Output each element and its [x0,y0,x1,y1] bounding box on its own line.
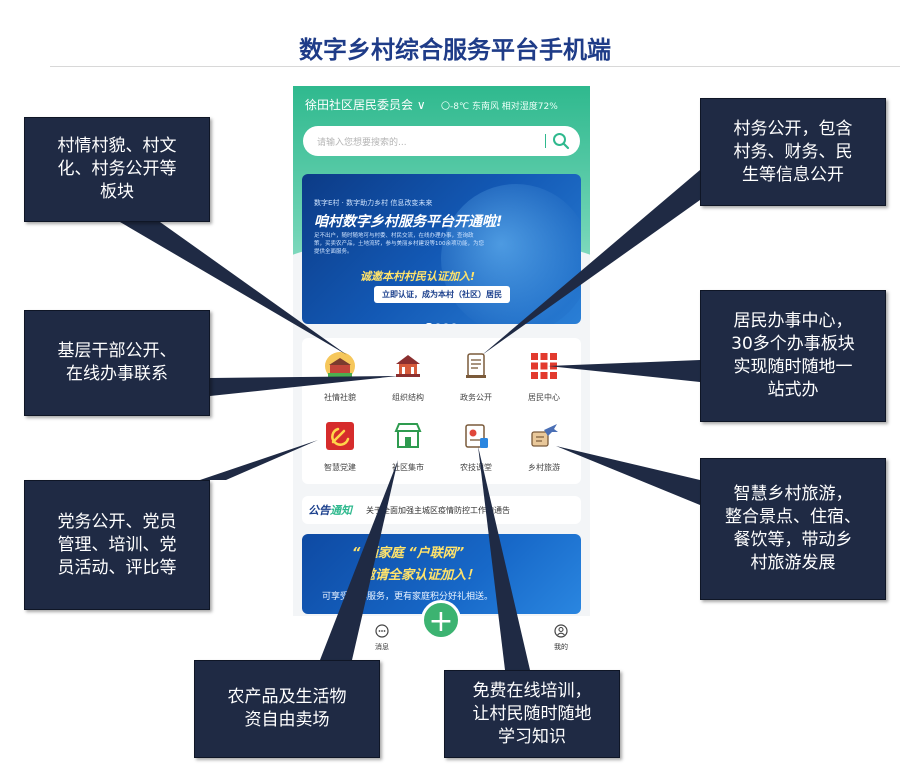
document-icon [466,353,486,378]
search-icon[interactable] [552,132,570,150]
search-placeholder: 请输入您想要搜索的... [317,138,407,148]
grid-item-classroom[interactable]: 农技课堂 [446,420,506,473]
pointer-c5 [478,446,530,670]
callout-line: 站式办 [767,380,819,400]
callout-line: 智慧乡村旅游， [733,484,853,504]
grid-label: 社情社貌 [324,393,356,402]
pointer-c8 [556,446,700,505]
callout-line: 免费在线培训， [472,680,592,701]
callout-party-affairs: 党务公开、党员管理、培训、党员活动、评比等 [24,480,210,610]
title-divider [50,66,900,67]
verify-button[interactable]: 立即认证，成为本村（社区）居民 [374,286,510,303]
callout-line: 让村民随时随地 [472,703,592,724]
classroom-icon [465,424,488,448]
callout-resident-center: 居民办事中心， 30多个办事板块实现随时随地一站式办 [700,290,886,422]
carousel-dot[interactable] [452,323,456,324]
notice-text: 关于全面加强主城区疫情防控工作的通告 [366,506,510,515]
callout-line: 在线办事联系 [66,364,168,384]
community-selector[interactable]: 徐田社区居民委员会 ∨ [305,98,426,112]
party-emblem-icon [326,422,354,450]
notice-badge-b: 通知 [330,504,352,517]
callout-line: 基层干部公开、 [57,341,177,361]
pointer-c2 [210,376,398,396]
tab-label: 消息 [375,643,389,651]
banner-paragraph: 足不出户，随时随地可与村委、村民交流，在线办理办事，查询政策，买卖农产品，土地流… [314,233,485,255]
callout-training: 免费在线培训，让村民随时随地学习知识 [444,670,620,758]
callout-line: 板块 [100,182,134,202]
callout-village-affairs: 村务公开，包含村务、财务、民生等信息公开 [700,98,886,206]
grid-item-gov-affairs[interactable]: 政务公开 [446,350,506,403]
weather-readout: 〇-8℃ 东南风 相对湿度72% [441,102,558,112]
callout-line: 员活动、评比等 [57,557,177,578]
village-icon [325,352,355,380]
notice-badge: 公告通知 [308,502,352,518]
search-divider [545,134,546,148]
callout-line: 居民办事中心， [733,311,853,331]
banner-tagline: 数字E村 · 数字助力乡村 信息改变未来 [314,199,433,207]
callout-line: 生等信息公开 [742,164,844,185]
carousel-dots[interactable] [424,312,458,324]
grid-item-party[interactable]: 智慧党建 [310,420,370,473]
user-icon [554,624,568,638]
feature-grid: 社情社貌 组织结构 [302,338,581,484]
tab-mine[interactable]: 我的 [541,624,581,652]
pointer-c7 [548,360,700,382]
grid-item-market[interactable]: 社区集市 [378,420,438,473]
callout-line: 村务、财务、民 [733,141,853,162]
banner2-line2: 邀请全家认证加入！ [362,568,480,583]
search-bar[interactable]: 请输入您想要搜索的... [303,126,580,156]
banner2-line1: “ 通家庭 “户联网” [352,546,465,561]
phone-screenshot: 徐田社区居民委员会 ∨ 〇-8℃ 东南风 相对湿度72% 请输入您想要搜索的..… [293,86,590,658]
pointer-c3 [200,440,318,480]
grid-label: 组织结构 [392,393,424,402]
callout-line: 村旅游发展 [750,553,836,573]
grid-label: 智慧党建 [324,463,356,472]
carousel-dot[interactable] [444,323,448,324]
pointer-c1 [120,222,347,355]
callout-line: 餐饮等，带动乡 [733,530,853,550]
callout-line: 村情村貌、村文 [57,136,177,156]
grid-item-village[interactable]: 社情社貌 [310,350,370,403]
organization-icon [396,355,420,377]
grid-label: 政务公开 [460,393,492,402]
pointer-c6 [482,170,700,355]
banner-headline: 咱村数字乡村服务平台开通啦! [314,214,503,230]
callout-market: 农产品及生活物资自由卖场 [194,660,380,758]
market-store-icon [394,423,422,448]
grid-label: 居民中心 [528,393,560,402]
grid-label: 社区集市 [392,463,424,472]
carousel-dot[interactable] [426,323,432,324]
banner2-line3: 可享受贴心服务，更有家庭积分好礼相送。 [322,592,494,602]
grid-item-organization[interactable]: 组织结构 [378,350,438,403]
callout-line: 实现随时随地一 [733,357,853,377]
page-title: 数字乡村综合服务平台手机端 [299,36,611,64]
callout-line: 管理、培训、党 [57,534,177,555]
tab-messages[interactable]: 消息 [362,624,402,652]
callout-line: 学习知识 [498,726,566,747]
callout-village-profile: 村情村貌、村文化、村务公开等板块 [24,117,210,222]
callout-line: 资自由卖场 [244,710,330,730]
callout-cadres: 基层干部公开、在线办事联系 [24,310,210,416]
carousel-dot[interactable] [436,323,440,324]
notice-badge-a: 公告 [308,504,330,517]
callout-line: 30多个办事板块 [731,334,855,354]
callout-line: 党务公开、党员 [57,511,177,532]
grid-label: 乡村旅游 [528,463,560,472]
notice-bar[interactable]: 公告通知 关于全面加强主城区疫情防控工作的通告 [302,496,581,524]
callout-line: 村务公开，包含 [733,118,853,139]
add-button[interactable]: + [421,600,461,640]
grid-label: 农技课堂 [460,463,492,472]
tab-label: 我的 [554,643,568,651]
pointer-c4 [320,460,398,660]
callout-line: 农产品及生活物 [227,687,347,707]
travel-icon [531,424,558,447]
banner-cta: 诚邀本村村民认证加入! [360,270,476,283]
grid-item-travel[interactable]: 乡村旅游 [514,420,574,473]
callout-line: 整合景点、住宿、 [725,507,861,527]
callout-line: 化、村务公开等 [57,159,177,179]
callout-tourism: 智慧乡村旅游， 整合景点、住宿、餐饮等，带动乡村旅游发展 [700,458,886,600]
chat-bubble-icon [375,624,389,638]
